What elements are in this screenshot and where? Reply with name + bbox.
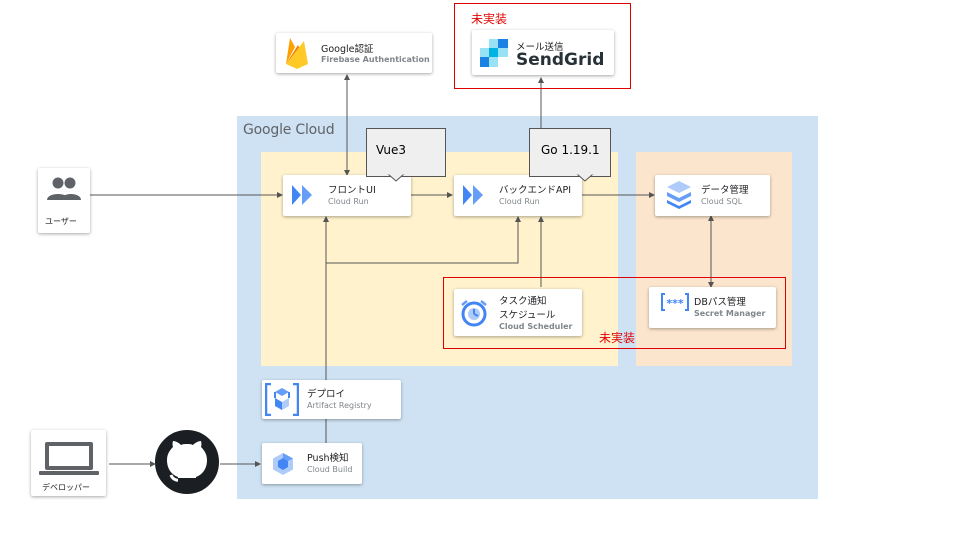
- cloud-run-icon: [463, 185, 483, 205]
- database-subtitle: Cloud SQL: [701, 197, 743, 206]
- backend-callout: Go 1.19.1: [529, 128, 611, 177]
- google-cloud-logo: Google Cloud: [243, 122, 335, 138]
- user-node[interactable]: ユーザー: [38, 168, 90, 233]
- secret-manager-card[interactable]: *** DBパス管理 Secret Manager: [649, 287, 776, 328]
- cloud-run-icon: [292, 185, 312, 205]
- backend-card[interactable]: バックエンドAPI Cloud Run: [454, 175, 582, 216]
- people-icon: [47, 177, 81, 200]
- cloud-build-card[interactable]: Push検知 Cloud Build: [262, 443, 362, 484]
- artifact-registry-title: デプロイ: [307, 389, 346, 400]
- sendgrid-card[interactable]: メール送信 SendGrid: [472, 30, 614, 75]
- scheduler-card[interactable]: タスク通知 スケジュール Cloud Scheduler: [454, 289, 582, 336]
- sendgrid-wordmark: SendGrid: [516, 50, 605, 70]
- svg-text:***: ***: [666, 297, 684, 310]
- backend-subtitle: Cloud Run: [499, 197, 540, 206]
- firebase-auth-card[interactable]: Google認証 Firebase Authentication: [276, 33, 432, 73]
- google-cloud-label: Google Cloud: [243, 122, 335, 138]
- unimplemented-label-top: 未実装: [471, 12, 508, 26]
- developer-label: デベロッパー: [42, 483, 90, 492]
- frontend-card[interactable]: フロントUI Cloud Run: [283, 175, 411, 216]
- scheduler-subtitle: Cloud Scheduler: [499, 322, 573, 331]
- artifact-registry-subtitle: Artifact Registry: [307, 401, 372, 410]
- database-card[interactable]: データ管理 Cloud SQL: [655, 175, 770, 216]
- github-icon[interactable]: [155, 430, 219, 494]
- deploy-split-line: [326, 216, 521, 264]
- backend-callout-tail: [576, 173, 594, 182]
- frontend-title: フロントUI: [328, 185, 376, 196]
- backend-title: バックエンドAPI: [499, 185, 572, 196]
- secret-manager-icon: ***: [661, 293, 689, 311]
- firebase-subtitle: Firebase Authentication: [321, 55, 430, 64]
- unimplemented-box-top: [454, 3, 631, 89]
- firebase-title: Google認証: [321, 44, 374, 55]
- secret-manager-subtitle: Secret Manager: [694, 309, 766, 318]
- cloud-build-title: Push検知: [307, 453, 349, 464]
- laptop-icon: [39, 442, 99, 475]
- cloud-build-icon: [273, 453, 293, 475]
- unimplemented-label-bottom: 未実装: [599, 331, 636, 345]
- frontend-subtitle: Cloud Run: [328, 197, 369, 206]
- cloud-build-subtitle: Cloud Build: [307, 465, 353, 474]
- scheduler-title: タスク通知: [499, 296, 547, 307]
- secret-manager-title: DBパス管理: [694, 297, 746, 308]
- user-label: ユーザー: [45, 217, 77, 226]
- sendgrid-icon: [480, 39, 508, 67]
- artifact-registry-icon: [265, 383, 299, 416]
- frontend-callout-tail: [387, 173, 405, 182]
- scheduler-title-line2: スケジュール: [499, 310, 556, 321]
- firebase-icon: [286, 38, 308, 69]
- unimplemented-box-bottom: [443, 277, 786, 349]
- cloud-sql-icon: [667, 181, 691, 209]
- backend-callout-text: Go 1.19.1: [541, 143, 600, 157]
- artifact-registry-card[interactable]: デプロイ Artifact Registry: [262, 380, 401, 419]
- developer-node[interactable]: デベロッパー: [31, 430, 106, 496]
- frontend-callout: Vue3: [366, 128, 446, 177]
- database-title: データ管理: [701, 185, 749, 196]
- cloud-scheduler-icon: [461, 300, 487, 327]
- frontend-callout-text: Vue3: [376, 143, 407, 157]
- sendgrid-title: メール送信: [516, 42, 564, 53]
